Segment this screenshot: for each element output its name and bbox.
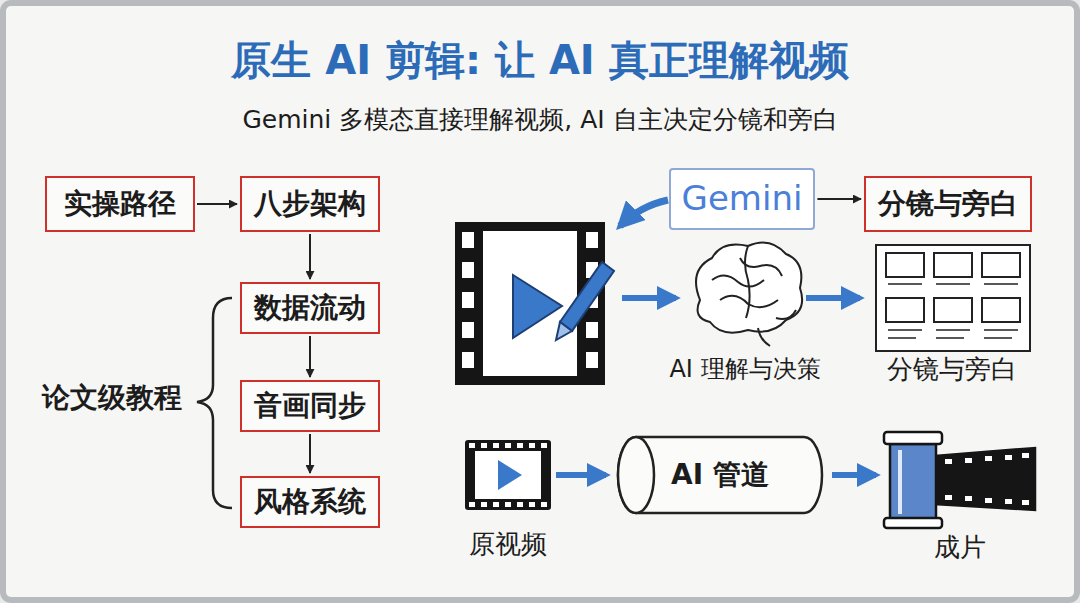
step-box: 数据流动 — [240, 282, 380, 334]
step-box: 八步架构 — [240, 176, 380, 232]
brain-icon — [696, 242, 802, 346]
node-text: 分镜与旁白 — [878, 188, 1018, 220]
title: 原生 AI 剪辑: 让 AI 真正理解视频 — [231, 37, 848, 83]
step-box: 音画同步 — [240, 380, 380, 432]
video-icon — [465, 440, 551, 510]
node-text: 实操路径 — [64, 188, 176, 220]
storyboard-sheet — [876, 245, 1030, 351]
stage-label: 分镜与旁白 — [887, 355, 1017, 385]
subtitle: Gemini 多模态直接理解视频, AI 自主决定分镜和旁白 — [242, 106, 837, 135]
connector-arrow — [309, 234, 311, 279]
stage-label: AI 理解与决策 — [669, 356, 820, 384]
flow-arrow — [832, 472, 876, 478]
connector-arrow — [309, 336, 311, 377]
node-text: 风格系统 — [254, 486, 366, 518]
model-box: Gemini — [669, 168, 816, 230]
connector-arrow — [309, 434, 311, 473]
step-box: 分镜与旁白 — [864, 176, 1032, 232]
icon-label: 原视频 — [469, 530, 547, 560]
connector-arrow — [197, 203, 237, 205]
flow-arrow — [620, 200, 668, 226]
connector-arrow — [817, 198, 861, 200]
node-text: 八步架构 — [254, 188, 366, 220]
board-frame — [3, 3, 1077, 600]
step-box: 风格系统 — [240, 476, 380, 528]
node-text: 音画同步 — [254, 390, 366, 422]
node-text: Gemini — [682, 179, 803, 218]
brace-label: 论文级教程 — [42, 382, 182, 414]
film-reel — [884, 432, 1035, 528]
icon-label: 成片 — [934, 533, 986, 563]
flow-arrow — [622, 295, 676, 301]
step-box: 实操路径 — [45, 176, 195, 232]
film-strip — [455, 222, 614, 385]
brace — [197, 298, 232, 508]
node-text: 数据流动 — [254, 292, 366, 324]
flow-arrow — [806, 295, 860, 301]
flow-arrow — [556, 472, 606, 478]
node-text: AI 管道 — [671, 459, 769, 491]
pipeline-cylinder: AI 管道 — [614, 434, 826, 516]
